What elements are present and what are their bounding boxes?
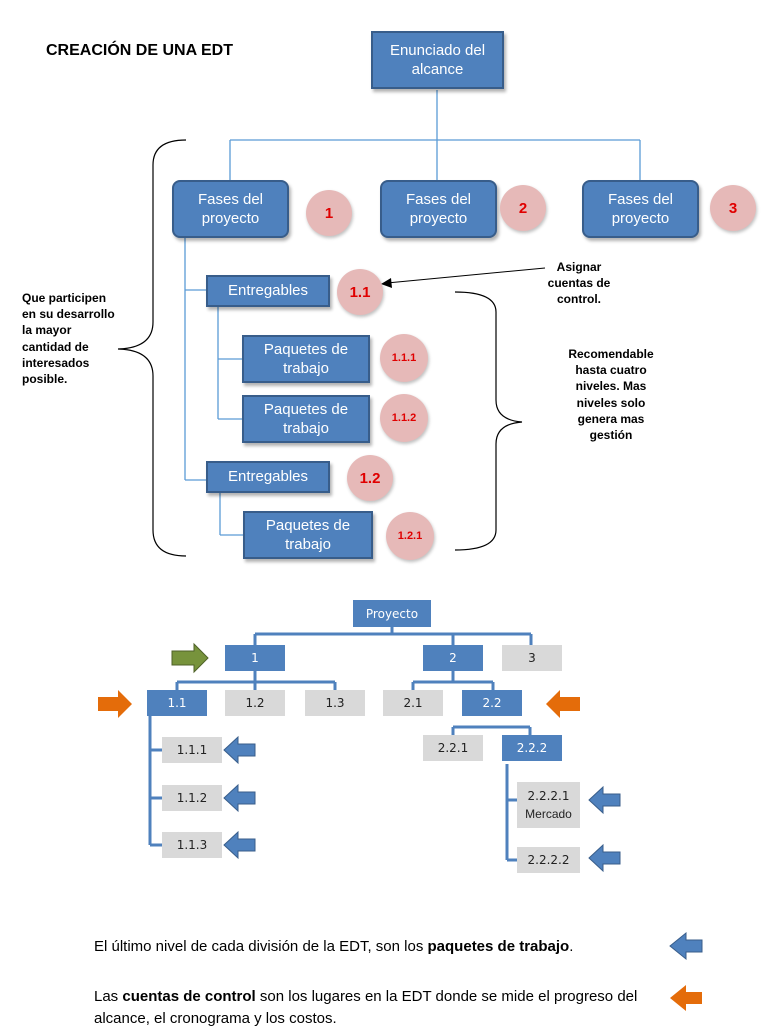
- tree-node-3: 3: [502, 645, 562, 671]
- tree-node-1: 1: [225, 645, 285, 671]
- green-arrow-icon: [171, 642, 209, 674]
- phase-number-1: 1: [306, 190, 352, 236]
- work-package-box-2: Paquetes de trabajo: [242, 395, 370, 443]
- blue-arrow-icon: [669, 931, 703, 961]
- legend-emphasis: paquetes de trabajo: [427, 938, 570, 955]
- blue-arrow-icon: [223, 830, 256, 860]
- tree-node-2-2-1: 2.2.1: [423, 735, 483, 761]
- scope-statement-box: Enunciado del alcance: [371, 31, 504, 89]
- tree-node-2-1: 2.1: [383, 690, 443, 716]
- phase-box-2: Fases del proyecto: [380, 180, 497, 238]
- stakeholders-note: Que participen en su desarrollo la mayor…: [22, 291, 115, 386]
- phase-box-3: Fases del proyecto: [582, 180, 699, 238]
- levels-note: Recomendable hasta cuatro niveles. Mas n…: [568, 347, 654, 442]
- tree-node-2: 2: [423, 645, 483, 671]
- tree-node-2-2-2-1-label: Mercado: [525, 807, 572, 821]
- legend-work-packages: El último nivel de cada división de la E…: [94, 936, 664, 958]
- blue-arrow-icon: [223, 735, 256, 765]
- blue-arrow-icon: [588, 785, 621, 815]
- deliverable-box-2: Entregables: [206, 461, 330, 493]
- work-package-number-3: 1.2.1: [386, 512, 434, 560]
- orange-arrow-icon: [670, 985, 702, 1011]
- phase-number-2: 2: [500, 185, 546, 231]
- legend-text: Las: [94, 988, 123, 1005]
- deliverable-box-1: Entregables: [206, 275, 330, 307]
- tree-node-1-3: 1.3: [305, 690, 365, 716]
- work-package-number-2: 1.1.2: [380, 394, 428, 442]
- deliverable-number-2: 1.2: [347, 455, 393, 501]
- deliverable-number-1: 1.1: [337, 269, 383, 315]
- control-accounts-note: Asignar cuentas de control.: [547, 260, 611, 307]
- legend-emphasis: cuentas de control: [122, 988, 256, 1005]
- blue-arrow-icon: [223, 783, 256, 813]
- orange-arrow-icon: [546, 690, 580, 718]
- tree-node-2-2: 2.2: [462, 690, 522, 716]
- legend-control-accounts: Las cuentas de control son los lugares e…: [94, 986, 654, 1030]
- tree-node-2-2-2-1: 2.2.2.1 Mercado: [517, 782, 580, 828]
- legend-text: son los lugares en la EDT donde se mide …: [94, 988, 638, 1027]
- orange-arrow-icon: [98, 690, 132, 718]
- phase-number-3: 3: [710, 185, 756, 231]
- work-package-number-1: 1.1.1: [380, 334, 428, 382]
- tree-node-root: Proyecto: [353, 600, 431, 627]
- blue-arrow-icon: [588, 843, 621, 873]
- tree-node-2-2-2-1-code: 2.2.2.1: [527, 789, 570, 803]
- tree-node-2-2-2-2: 2.2.2.2: [517, 847, 580, 873]
- phase-box-1: Fases del proyecto: [172, 180, 289, 238]
- tree-node-1-1: 1.1: [147, 690, 207, 716]
- legend-text: El último nivel de cada división de la E…: [94, 938, 428, 955]
- page-title: CREACIÓN DE UNA EDT: [46, 42, 233, 59]
- tree-node-2-2-2: 2.2.2: [502, 735, 562, 761]
- tree-node-1-1-2: 1.1.2: [162, 785, 222, 811]
- tree-node-1-1-1: 1.1.1: [162, 737, 222, 763]
- work-package-box-1: Paquetes de trabajo: [242, 335, 370, 383]
- tree-node-1-1-3: 1.1.3: [162, 832, 222, 858]
- work-package-box-3: Paquetes de trabajo: [243, 511, 373, 559]
- legend-text: .: [569, 938, 574, 955]
- tree-node-1-2: 1.2: [225, 690, 285, 716]
